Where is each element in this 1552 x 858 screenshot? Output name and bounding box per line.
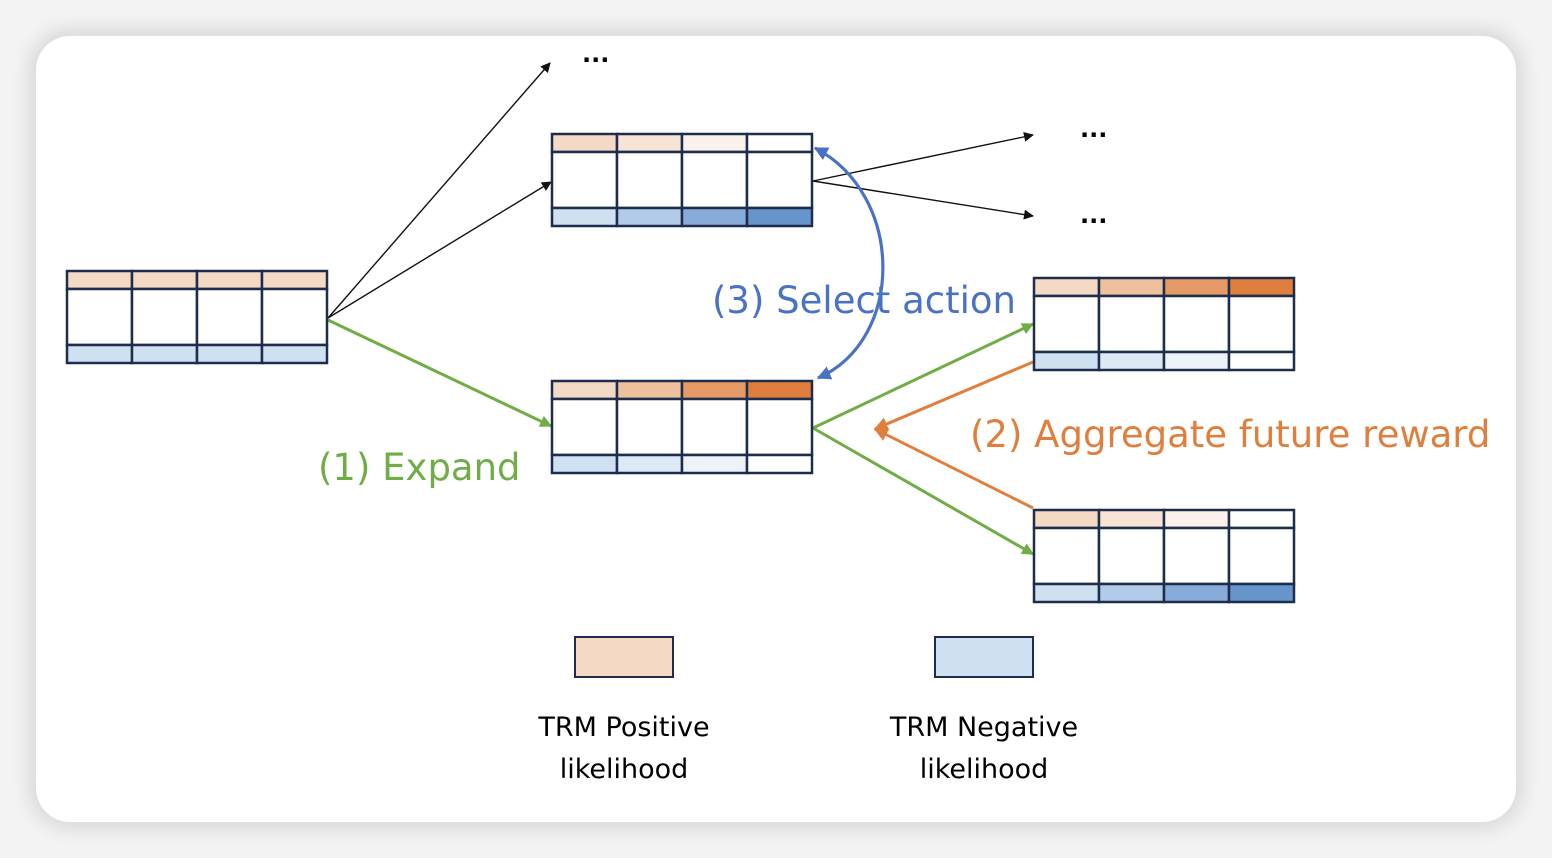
- positive-cell: [550, 379, 619, 401]
- token-cell: [1032, 294, 1101, 354]
- aggregate-edge-from-grandchild-top: [873, 360, 1034, 431]
- negative-cell: [745, 206, 814, 228]
- negative-cell: [680, 206, 749, 228]
- token-cell: [1097, 294, 1166, 354]
- negative-cell: [130, 343, 199, 365]
- node-grandchild-bottom: [1032, 508, 1296, 604]
- negative-cell: [745, 453, 814, 475]
- expand-edge-to-grandchild-bottom: [812, 426, 1035, 556]
- token-cell: [680, 150, 749, 210]
- negative-cell: [1227, 582, 1296, 604]
- positive-cell: [195, 269, 264, 291]
- positive-cell: [550, 132, 619, 154]
- legend-negative-line2: likelihood: [920, 754, 1049, 785]
- positive-cell: [680, 132, 749, 154]
- token-cell: [260, 287, 329, 347]
- token-cell: [195, 287, 264, 347]
- ellipsis-top: ...: [582, 40, 609, 68]
- token-cell: [550, 150, 619, 210]
- negative-cell: [1097, 582, 1166, 604]
- node-root: [65, 269, 329, 365]
- negative-cell: [1162, 350, 1231, 372]
- positive-cell: [1097, 276, 1166, 298]
- negative-cell: [680, 453, 749, 475]
- negative-cell: [1227, 350, 1296, 372]
- positive-cell: [1097, 508, 1166, 530]
- ellipsis-right-2: ...: [1080, 201, 1107, 229]
- positive-cell: [1162, 508, 1231, 530]
- token-cell: [1097, 526, 1166, 586]
- token-cell: [1227, 294, 1296, 354]
- ellipsis-right-1: ...: [1080, 115, 1107, 143]
- expand-edge-to-grandchild-top: [812, 322, 1035, 430]
- token-cell: [680, 397, 749, 457]
- token-cell: [615, 397, 684, 457]
- token-cell: [65, 287, 134, 347]
- edge-root-to-ellipsis: [327, 62, 551, 319]
- aggregate-edge-from-grandchild-bottom: [873, 427, 1034, 510]
- token-cell: [1162, 526, 1231, 586]
- legend-negative-line1: TRM Negative: [889, 712, 1078, 743]
- positive-cell: [1162, 276, 1231, 298]
- legend: TRM Positive likelihood TRM Negative lik…: [537, 636, 1078, 785]
- positive-cell: [615, 379, 684, 401]
- negative-cell: [1162, 582, 1231, 604]
- expand-edge-root-to-child: [327, 318, 553, 428]
- positive-cell: [745, 132, 814, 154]
- token-cell: [745, 397, 814, 457]
- negative-cell: [615, 453, 684, 475]
- node-child-top: [550, 132, 814, 228]
- negative-cell: [615, 206, 684, 228]
- negative-cell: [550, 206, 619, 228]
- positive-cell: [1227, 508, 1296, 530]
- select-action-arrow: [813, 146, 885, 380]
- edge-child-top-to-ellipsis-2: [812, 180, 1034, 220]
- token-cell: [615, 150, 684, 210]
- positive-cell: [745, 379, 814, 401]
- legend-positive-line1: TRM Positive: [537, 712, 709, 743]
- expand-edges: [327, 318, 1035, 556]
- edge-child-top-to-ellipsis-1: [812, 131, 1034, 182]
- legend-swatch-negative: [934, 636, 1034, 678]
- legend-swatch-positive: [574, 636, 674, 678]
- positive-cell: [615, 132, 684, 154]
- label-aggregate: (2) Aggregate future reward: [970, 413, 1490, 456]
- token-cell: [745, 150, 814, 210]
- token-cell: [130, 287, 199, 347]
- negative-cell: [550, 453, 619, 475]
- positive-cell: [130, 269, 199, 291]
- positive-cell: [1227, 276, 1296, 298]
- nodes-layer: [65, 132, 1296, 604]
- positive-cell: [260, 269, 329, 291]
- aggregate-edges: [873, 360, 1034, 510]
- positive-cell: [680, 379, 749, 401]
- token-cell: [1032, 526, 1101, 586]
- edge-root-to-child-top: [327, 181, 552, 319]
- node-grandchild-top: [1032, 276, 1296, 372]
- token-cell: [1227, 526, 1296, 586]
- negative-cell: [1032, 582, 1101, 604]
- negative-cell: [65, 343, 134, 365]
- positive-cell: [1032, 276, 1101, 298]
- positive-cell: [1032, 508, 1101, 530]
- label-expand: (1) Expand: [318, 446, 521, 489]
- negative-cell: [260, 343, 329, 365]
- token-cell: [550, 397, 619, 457]
- negative-cell: [1097, 350, 1166, 372]
- positive-cell: [65, 269, 134, 291]
- node-child-selected: [550, 379, 814, 475]
- negative-cell: [1032, 350, 1101, 372]
- legend-positive-line2: likelihood: [560, 754, 689, 785]
- token-cell: [1162, 294, 1231, 354]
- negative-cell: [195, 343, 264, 365]
- label-select-action: (3) Select action: [712, 279, 1016, 322]
